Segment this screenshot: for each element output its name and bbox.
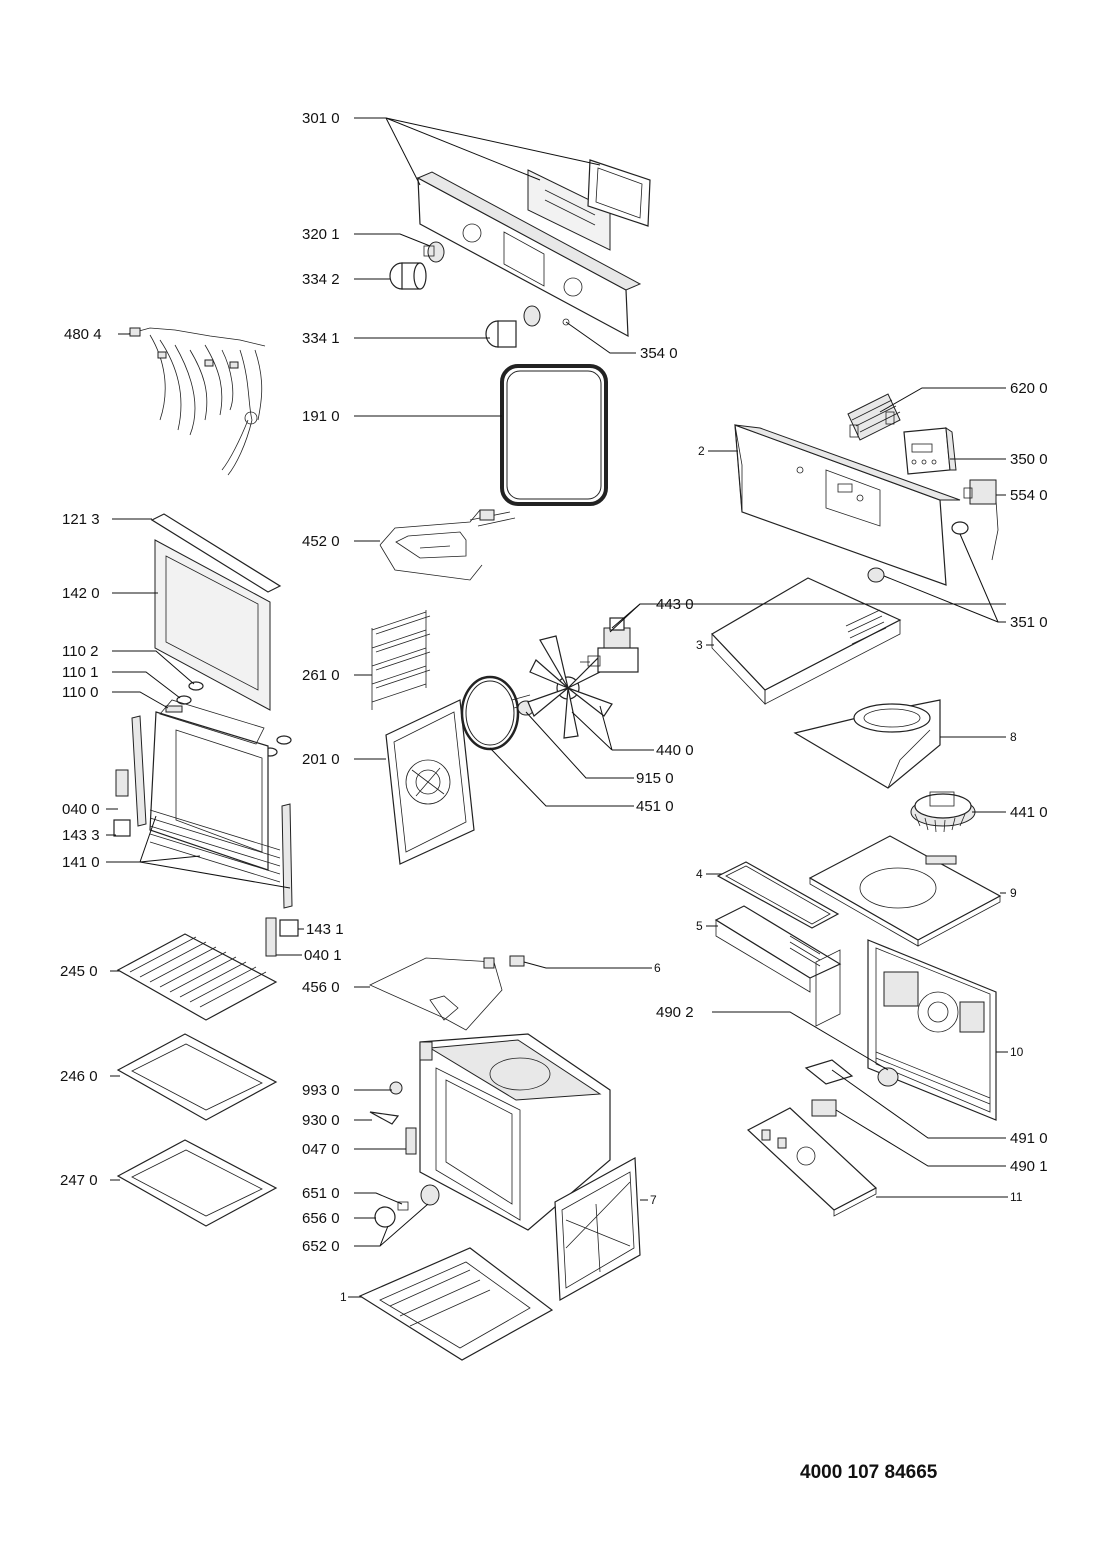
fan-cover <box>385 699 475 865</box>
fan-blade <box>527 635 613 739</box>
label-930-0: 930 0 <box>302 1112 340 1129</box>
knob-334-2 <box>389 262 427 290</box>
back-panel <box>867 939 997 1121</box>
label-191-0: 191 0 <box>302 408 340 425</box>
fan-duct <box>793 699 941 789</box>
wire-rack <box>116 933 278 1021</box>
label-456-0: 456 0 <box>302 979 340 996</box>
label-201-0: 201 0 <box>302 751 340 768</box>
fan-motor <box>580 617 639 673</box>
relay <box>963 479 999 561</box>
label-040-1: 040 1 <box>304 947 342 964</box>
label-993-0: 993 0 <box>302 1082 340 1099</box>
circular-heating-element <box>460 675 533 751</box>
label-354-0: 354 0 <box>640 345 678 362</box>
label-443-0: 443 0 <box>656 596 694 613</box>
label-247-0: 247 0 <box>60 1172 98 1189</box>
oven-cavity <box>419 1033 611 1231</box>
door-seal <box>500 364 608 506</box>
bottom-bracket <box>746 1107 878 1217</box>
label-491-0: 491 0 <box>1010 1130 1048 1147</box>
lamp-parts <box>804 1059 899 1117</box>
document-number: 4000 107 84665 <box>800 1462 938 1483</box>
label-10: 10 <box>1010 1045 1024 1059</box>
wiring-harness <box>127 327 266 476</box>
lower-knobs <box>374 1184 440 1228</box>
leader-lines <box>106 117 1008 1298</box>
label-320-1: 320 1 <box>302 226 340 243</box>
bottom-base-plate <box>358 1247 554 1361</box>
label-246-0: 246 0 <box>60 1068 98 1085</box>
label-451-0: 451 0 <box>636 798 674 815</box>
label-143-3: 143 3 <box>62 827 100 844</box>
bracket-5 <box>714 905 842 1027</box>
label-8: 8 <box>1010 730 1017 744</box>
drip-pan <box>116 1139 278 1227</box>
part-labels: 301 0 320 1 334 2 334 1 354 0 480 4 191 … <box>60 110 1048 1304</box>
heat-sink <box>847 393 901 441</box>
label-110-1: 110 1 <box>62 664 98 681</box>
label-121-3: 121 3 <box>62 511 100 528</box>
label-452-0: 452 0 <box>302 533 340 550</box>
top-cover <box>711 577 902 706</box>
label-143-1: 143 1 <box>306 921 344 938</box>
label-245-0: 245 0 <box>60 963 98 980</box>
label-656-0: 656 0 <box>302 1210 340 1227</box>
label-1: 1 <box>340 1290 347 1304</box>
label-620-0: 620 0 <box>1010 380 1048 397</box>
label-554-0: 554 0 <box>1010 487 1048 504</box>
lower-heating-element <box>369 955 525 1031</box>
label-440-0: 440 0 <box>656 742 694 759</box>
label-3: 3 <box>696 638 703 652</box>
label-2: 2 <box>698 444 705 458</box>
label-141-0: 141 0 <box>62 854 100 871</box>
rail-4 <box>716 861 840 929</box>
label-441-0: 441 0 <box>1010 804 1048 821</box>
label-334-1: 334 1 <box>302 330 340 347</box>
label-334-2: 334 2 <box>302 271 340 288</box>
label-040-0: 040 0 <box>62 801 100 818</box>
label-490-1: 490 1 <box>1010 1158 1048 1175</box>
label-5: 5 <box>696 919 703 933</box>
label-915-0: 915 0 <box>636 770 674 787</box>
side-panel <box>554 1157 641 1301</box>
label-351-0: 351 0 <box>1010 614 1048 631</box>
label-261-0: 261 0 <box>302 667 340 684</box>
label-652-0: 652 0 <box>302 1238 340 1255</box>
thermostat <box>867 521 969 583</box>
control-panel-assembly <box>389 159 651 348</box>
label-9: 9 <box>1010 886 1017 900</box>
label-11: 11 <box>1010 1190 1023 1204</box>
door-assembly <box>113 513 299 957</box>
label-4: 4 <box>696 867 703 881</box>
bottom-plate <box>808 835 1002 947</box>
tangential-fan <box>910 791 976 833</box>
label-480-4: 480 4 <box>64 326 102 343</box>
label-110-0: 110 0 <box>62 684 98 701</box>
label-110-2: 110 2 <box>62 643 98 660</box>
label-7: 7 <box>650 1193 657 1207</box>
shelf-rail <box>371 610 431 710</box>
baking-tray <box>116 1033 278 1121</box>
label-142-0: 142 0 <box>62 585 100 602</box>
cavity-small-parts <box>369 1081 417 1155</box>
electronic-timer <box>903 427 957 475</box>
label-301-0: 301 0 <box>302 110 340 127</box>
label-350-0: 350 0 <box>1010 451 1048 468</box>
label-490-2: 490 2 <box>656 1004 694 1021</box>
control-bracket <box>734 424 961 586</box>
label-047-0: 047 0 <box>302 1141 340 1158</box>
label-651-0: 651 0 <box>302 1185 340 1202</box>
knob-334-1 <box>485 305 541 348</box>
grill-element <box>379 509 516 581</box>
label-6: 6 <box>654 961 661 975</box>
